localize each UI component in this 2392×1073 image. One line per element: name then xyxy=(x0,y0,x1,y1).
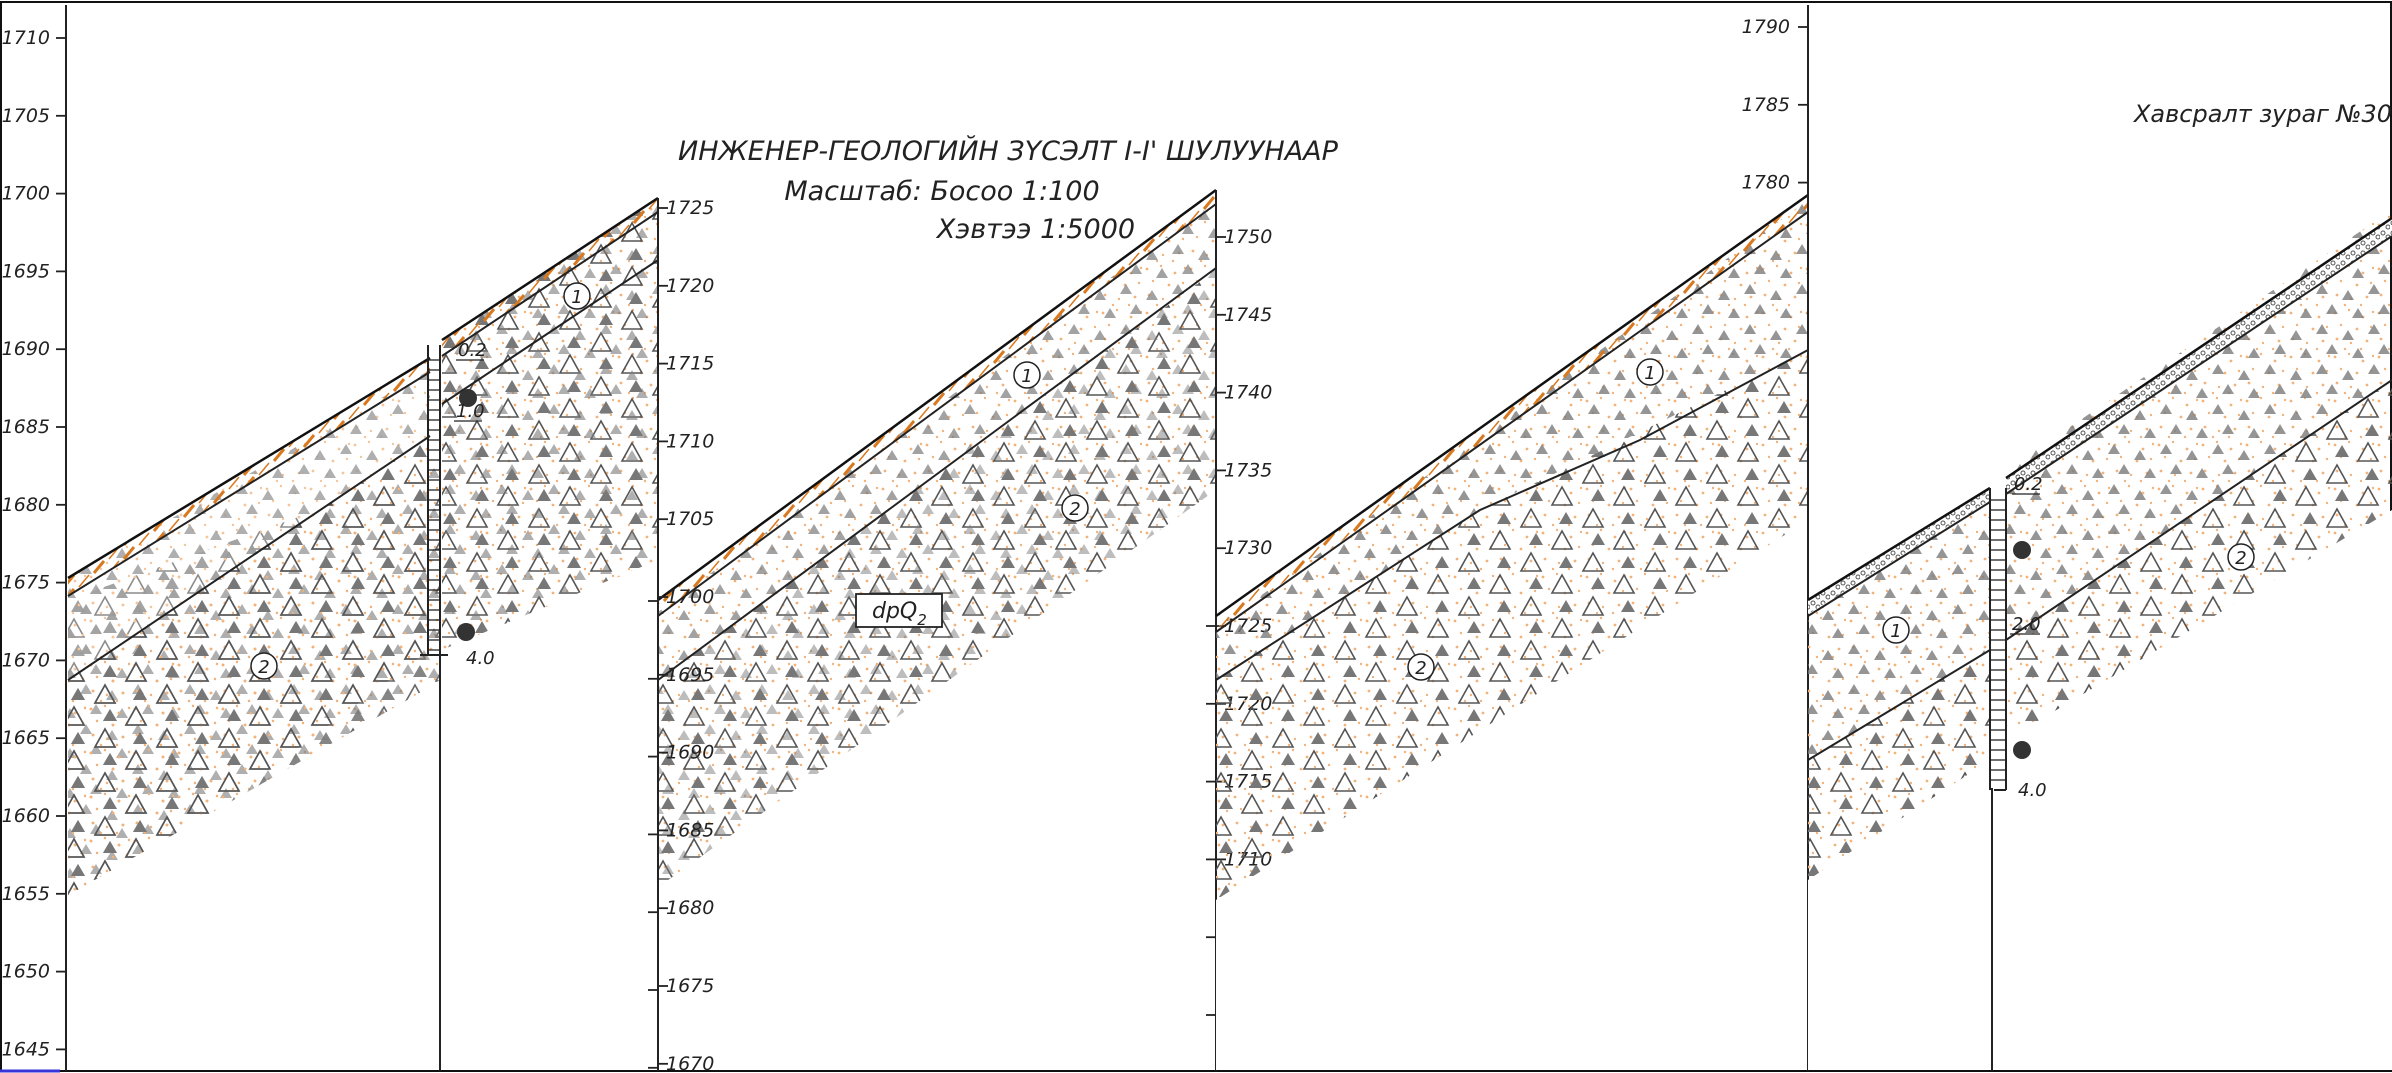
depth-label-mid: 2.0 xyxy=(2012,614,2041,635)
svg-text:2: 2 xyxy=(258,657,269,678)
section-title: ИНЖЕНЕР-ГЕОЛОГИЙН ЗҮСЭЛТ I-I' ШУЛУУНААР xyxy=(678,135,1339,167)
appendix-label: Хавсралт зураг №30 xyxy=(2132,100,2392,128)
scale-tick-label: 1670 xyxy=(2,649,50,671)
borehole-right: 0.2 2.0 4.0 xyxy=(1989,474,2047,1071)
scale-a: 1710 1705 1700 1695 1690 1685 1680 1675 1670 1665… xyxy=(2,5,67,1071)
scale-tick-label: 1730 xyxy=(1224,537,1272,559)
svg-text:1: 1 xyxy=(1644,363,1655,384)
layer-label-2: 2 xyxy=(250,652,278,680)
scale-tick-label: 1735 xyxy=(1224,459,1272,481)
scale-tick-label: 1745 xyxy=(1224,304,1272,326)
layer-label-2: 2 xyxy=(1407,653,1435,681)
layer-labels: 1 2 1 2 1 2 1 2 xyxy=(250,282,2255,681)
sample-point xyxy=(459,389,477,407)
borehole-left: 0.2 1.0 4.0 xyxy=(420,340,495,1071)
scale-tick-label: 1655 xyxy=(2,883,50,905)
layer-label-2: 2 xyxy=(1061,494,1089,522)
scale-tick-label: 1710 xyxy=(666,430,714,452)
scale-tick-label: 1645 xyxy=(2,1038,50,1060)
sample-point xyxy=(2013,541,2031,559)
scale-tick-label: 1725 xyxy=(666,197,714,219)
layer-label-1: 1 xyxy=(1882,616,1910,644)
scale-tick-label: 1665 xyxy=(2,727,50,749)
scale-tick-label: 1680 xyxy=(2,494,50,516)
scale-tick-label: 1780 xyxy=(1742,172,1790,194)
unit-label-box: dpQ2 xyxy=(855,593,943,629)
scale-b: 1725 1720 1715 1710 1705 1700 1695 1690 1685 1680… xyxy=(648,197,714,1073)
scale-tick-label: 1680 xyxy=(666,897,714,919)
scale-tick-label: 1675 xyxy=(666,975,714,997)
scale-tick-label: 1690 xyxy=(666,742,714,764)
scale-tick-label: 1650 xyxy=(2,961,50,983)
sample-point xyxy=(2013,741,2031,759)
svg-text:1: 1 xyxy=(1890,621,1901,642)
scale-tick-label: 1785 xyxy=(1742,94,1790,116)
depth-label-top: 0.2 xyxy=(458,340,487,361)
section-a xyxy=(60,196,660,1070)
svg-text:2: 2 xyxy=(1069,499,1080,520)
scale-tick-label: 1710 xyxy=(2,27,50,49)
scale-tick-label: 1695 xyxy=(666,664,714,686)
scale-tick-label: 1670 xyxy=(666,1053,714,1073)
scale-tick-label: 1720 xyxy=(666,275,714,297)
scale-tick-label: 1740 xyxy=(1224,382,1272,404)
svg-text:2: 2 xyxy=(2235,548,2246,569)
section-c xyxy=(1215,193,1809,1070)
scale-tick-label: 1750 xyxy=(1224,226,1272,248)
scale-tick-label: 1685 xyxy=(666,819,714,841)
layer-label-1: 1 xyxy=(563,282,591,310)
scale-tick-label: 1675 xyxy=(2,572,50,594)
scale-tick-label: 1700 xyxy=(666,586,714,608)
svg-text:2: 2 xyxy=(1415,658,1426,679)
svg-text:1: 1 xyxy=(571,287,582,308)
scale-tick-label: 1790 xyxy=(1742,16,1790,38)
section-d: 1790 1785 1780 xyxy=(1742,5,2392,1071)
scale-tick-label: 1715 xyxy=(666,353,714,375)
depth-label-bottom: 4.0 xyxy=(466,648,495,669)
scale-tick-label: 1705 xyxy=(2,105,50,127)
scale-tick-label: 1695 xyxy=(2,260,50,282)
layer-label-2: 2 xyxy=(2227,543,2255,571)
svg-text:1: 1 xyxy=(1021,366,1032,387)
scale-tick-label: 1660 xyxy=(2,805,50,827)
section-b xyxy=(640,188,1217,1070)
depth-label-mid: 1.0 xyxy=(456,401,485,422)
scale-tick-label: 1690 xyxy=(2,338,50,360)
scale-horizontal: Хэвтээ 1:5000 xyxy=(935,214,1135,245)
svg-text:dpQ2: dpQ2 xyxy=(872,599,927,629)
scale-tick-label: 1705 xyxy=(666,508,714,530)
depth-label-top: 0.2 xyxy=(2014,474,2043,495)
layer-label-1: 1 xyxy=(1636,358,1664,386)
sample-point xyxy=(457,623,475,641)
scale-vertical: Масштаб: Босоо 1:100 xyxy=(784,176,1099,207)
depth-label-bottom: 4.0 xyxy=(2018,780,2047,801)
scale-tick-label: 1700 xyxy=(2,183,50,205)
layer-label-1: 1 xyxy=(1013,361,1041,389)
scale-tick-label: 1685 xyxy=(2,416,50,438)
